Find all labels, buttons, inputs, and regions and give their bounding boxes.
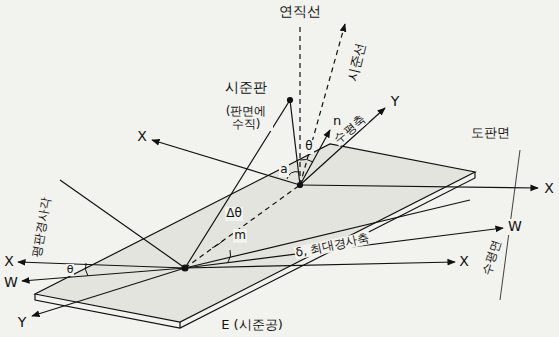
angle-arc bbox=[287, 172, 299, 179]
angle-symbol: θ bbox=[304, 140, 313, 153]
y-axis bbox=[32, 268, 185, 316]
axis-letter: Y bbox=[17, 315, 28, 330]
angle-arc bbox=[85, 263, 88, 276]
axis-letter: X bbox=[458, 254, 470, 269]
normal-vector bbox=[300, 130, 330, 185]
x-axis bbox=[300, 185, 538, 188]
vane-edge bbox=[185, 100, 290, 268]
angle-arc bbox=[300, 159, 313, 162]
angle-symbol: θ bbox=[66, 264, 75, 276]
point-name: E (시준공) bbox=[220, 318, 284, 332]
line-letter: m bbox=[233, 229, 247, 242]
vertical-line bbox=[299, 24, 300, 185]
max-tilt-axis bbox=[185, 200, 470, 268]
axis-letter: X bbox=[136, 129, 148, 144]
w-axis bbox=[22, 268, 185, 281]
x-axis bbox=[152, 140, 300, 185]
axis-letter: X bbox=[543, 181, 555, 196]
w-axis bbox=[185, 228, 503, 268]
vane-top-point bbox=[288, 98, 293, 103]
eye-point bbox=[182, 265, 188, 271]
vane-edge bbox=[60, 180, 185, 268]
part-name: 시준판 bbox=[224, 80, 268, 95]
angle-name: 평판경사각 bbox=[30, 196, 54, 259]
x-axis bbox=[18, 262, 185, 268]
axis-letter: W bbox=[3, 275, 19, 290]
horizontal-axis bbox=[300, 108, 385, 185]
board-edge bbox=[35, 172, 475, 328]
angle-symbol: a bbox=[279, 163, 288, 176]
plane-name: 수평면 bbox=[480, 238, 504, 278]
angle-symbol: Δθ bbox=[225, 207, 243, 220]
axis-name: 시준선 bbox=[344, 40, 368, 83]
angle-arc bbox=[212, 240, 224, 248]
angle-arc bbox=[228, 250, 231, 262]
vector-symbol: n bbox=[332, 114, 342, 128]
sight-line bbox=[300, 24, 345, 185]
axis-letter: W bbox=[507, 219, 523, 234]
top-point bbox=[298, 183, 303, 188]
part-name: 도판면 bbox=[470, 126, 511, 140]
part-note: (판면에 수직) bbox=[219, 105, 273, 131]
axis-letter: X bbox=[3, 254, 15, 269]
x-axis bbox=[185, 262, 455, 268]
axis-letter: Y bbox=[390, 94, 401, 109]
axis-name: 연직선 bbox=[278, 4, 322, 19]
